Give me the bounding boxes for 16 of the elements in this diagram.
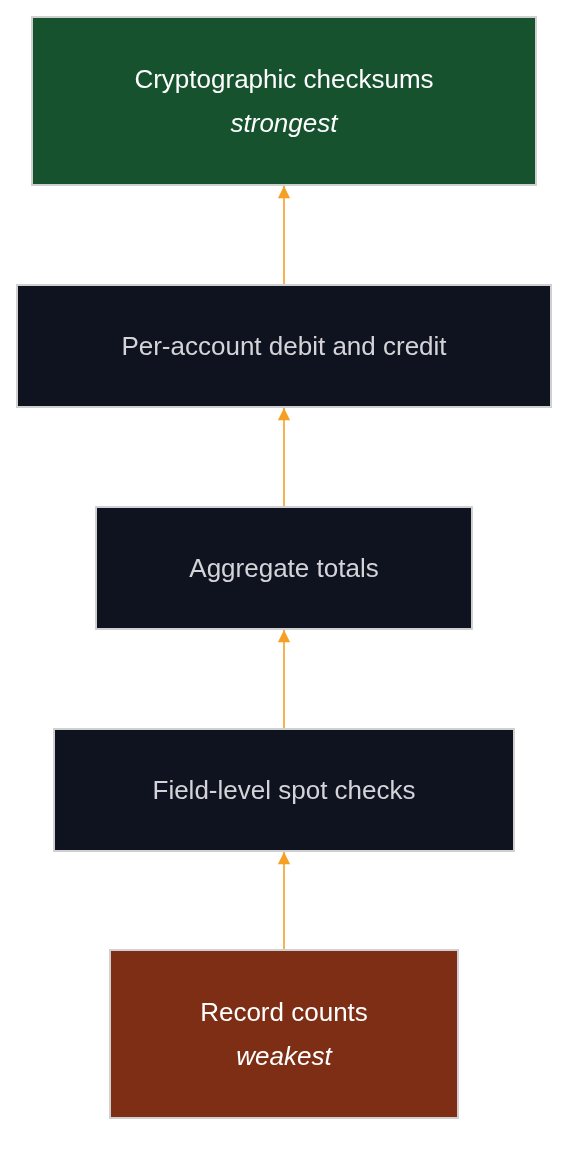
arrow — [277, 185, 291, 285]
arrow — [277, 629, 291, 729]
level-label: Record counts — [199, 996, 369, 1029]
level-label: Per-account debit and credit — [120, 330, 448, 363]
level-box — [53, 728, 515, 852]
level-box — [95, 506, 473, 630]
strength-note: strongest — [229, 107, 340, 140]
level-label: Field-level spot checks — [151, 774, 417, 807]
arrow — [277, 851, 291, 950]
level-box — [16, 284, 552, 408]
level-label: Aggregate totals — [188, 552, 380, 585]
level-label: Cryptographic checksums — [133, 63, 435, 96]
strength-note: weakest — [235, 1040, 334, 1073]
level-box — [109, 949, 459, 1119]
level-box — [31, 16, 537, 186]
arrow — [277, 407, 291, 507]
